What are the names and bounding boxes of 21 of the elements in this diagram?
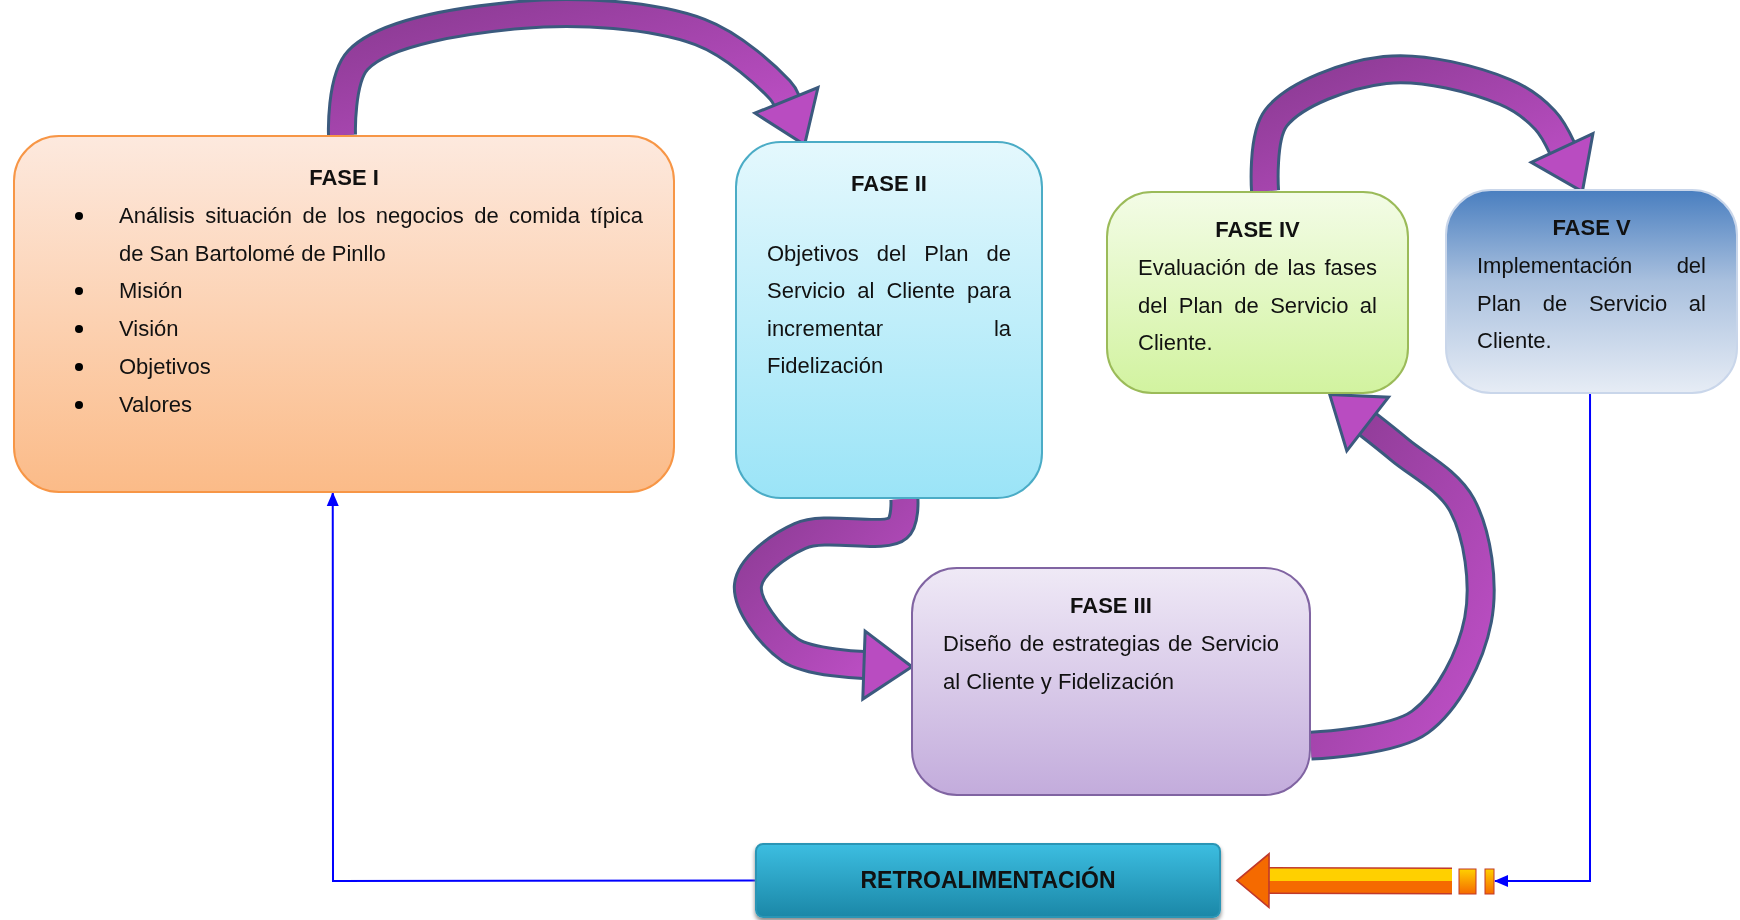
phase-description: Evaluación de las fases del Plan de Servicio al Cliente. — [1138, 253, 1377, 358]
phase-title: FASE II — [850, 170, 928, 198]
phase-box — [13, 135, 675, 493]
phase-box — [1445, 189, 1738, 394]
phase-title: FASE I — [308, 164, 380, 192]
bullet-item: Objetivos — [119, 353, 212, 382]
phase-box — [1106, 191, 1409, 394]
phase-box — [735, 141, 1043, 499]
phase-description: Diseño de estrategias de Servicio al Cliente y Fidelización — [943, 629, 1279, 696]
phase-box — [911, 567, 1311, 796]
bullet-item: Valores — [119, 390, 193, 419]
phase-title: FASE IV — [1214, 216, 1301, 244]
phase-title: RETROALIMENTACIÓN — [859, 865, 1117, 895]
bullet-item: Análisis situación de los negocios de comida típica de San Bartolomé de Pinllo — [119, 201, 643, 268]
phase-description: Objetivos del Plan de Servicio al Cliente para incrementar la Fidelización — [767, 239, 1011, 380]
bullet-item: Misión — [119, 277, 184, 306]
bullet-item: Visión — [119, 315, 180, 344]
phase-description: Implementación del Plan de Servicio al Cliente. — [1477, 251, 1706, 356]
phase-title: FASE V — [1551, 214, 1632, 242]
phase-box — [755, 843, 1221, 918]
phase-title: FASE III — [1069, 592, 1153, 620]
